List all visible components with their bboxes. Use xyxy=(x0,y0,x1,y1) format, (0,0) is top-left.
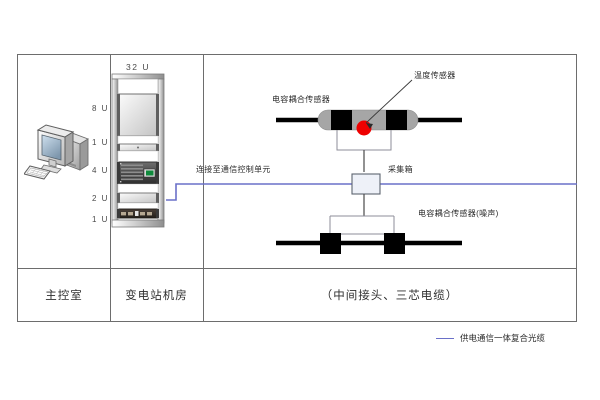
label-collection-box: 采集箱 xyxy=(388,165,413,174)
rack-slot-label-1u-a: 1 U xyxy=(92,138,109,147)
rack-slot-label-1u-b: 1 U xyxy=(92,215,109,224)
diagram-frame: 主控室 变电站机房 （中间接头、三芯电缆） xyxy=(17,54,577,322)
caption-cable-section: （中间接头、三芯电缆） xyxy=(320,290,459,302)
collection-box[interactable] xyxy=(351,173,381,195)
label-link-to-comm-unit: 连接至通信控制单元 xyxy=(196,165,271,174)
label-capacitive-sensor-noise: 电容耦合传感器(噪声) xyxy=(418,209,499,218)
temperature-leader-line xyxy=(365,79,413,124)
server-rack-icon xyxy=(110,72,166,230)
noise-sensor-block-left xyxy=(320,233,341,254)
bottom-sensor-bracket xyxy=(329,216,395,235)
temperature-sensor-marker xyxy=(356,120,372,136)
label-temperature-sensor: 温度传感器 xyxy=(414,71,456,80)
rack-total-units-label: 32 U xyxy=(126,62,150,72)
legend-fiber-label: 供电通信一体复合光缆 xyxy=(460,333,546,343)
label-capacitive-sensor-top: 电容耦合传感器 xyxy=(272,95,331,104)
frame-divider-2 xyxy=(203,55,204,321)
frame-divider-bottom xyxy=(18,268,576,269)
rack-slot-label-2u: 2 U xyxy=(92,194,109,203)
caption-substation-room: 变电站机房 xyxy=(125,290,188,302)
frame-divider-1 xyxy=(110,55,111,321)
legend-fiber-swatch xyxy=(436,337,454,339)
desktop-computer-icon xyxy=(23,122,92,186)
sensor-band-right xyxy=(386,110,407,130)
temperature-leader-arrow xyxy=(366,123,373,129)
caption-control-room: 主控室 xyxy=(45,290,83,302)
sensor-band-left xyxy=(331,110,352,130)
rack-slot-label-8u: 8 U xyxy=(92,104,109,113)
rack-slot-label-4u: 4 U xyxy=(92,166,109,175)
legend: 供电通信一体复合光缆 xyxy=(436,332,545,344)
noise-sensor-block-right xyxy=(384,233,405,254)
